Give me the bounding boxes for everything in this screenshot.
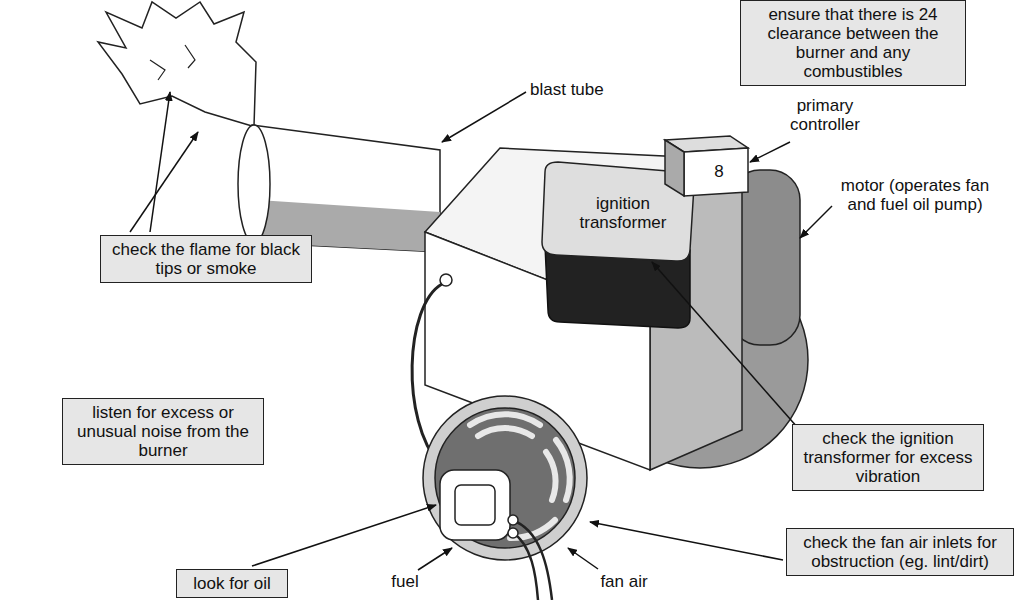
flame (98, 2, 256, 126)
note-box: ensure that there is 24 clearance betwee… (740, 0, 966, 86)
fan-face (435, 408, 575, 548)
blast-tube (252, 125, 440, 252)
callout-box: check the ignition transformer for exces… (792, 424, 984, 491)
dial-number: 8 (706, 162, 732, 181)
callout-text: check the fan air inlets for obstruction… (793, 533, 1007, 571)
callout-text: look for oil (183, 574, 281, 593)
fuel-pump (440, 470, 510, 540)
callout-text: ensure that there is 24 clearance betwee… (747, 5, 959, 81)
part-label: ignition transformer (566, 194, 680, 232)
flame-lines (150, 45, 195, 80)
fan-ring (423, 396, 587, 560)
callout-box: check the flame for black tips or smoke (100, 235, 312, 283)
controller-side (665, 140, 684, 196)
callout-text: check the flame for black tips or smoke (107, 240, 305, 278)
callout-text: listen for excess or unusual noise from … (69, 403, 257, 460)
part-label: blast tube (530, 80, 640, 99)
fitting (508, 515, 518, 525)
part-label: fuel (380, 572, 430, 591)
callout-box: check the fan air inlets for obstruction… (786, 528, 1014, 576)
controller-front (684, 148, 748, 196)
blast-tube-end (238, 125, 270, 243)
part-label: fan air (584, 572, 664, 591)
part-label: primary controller (770, 96, 880, 134)
callout-text: check the ignition transformer for exces… (799, 429, 977, 486)
leader-lines (130, 92, 832, 570)
fitting (508, 528, 518, 538)
pump-cap (455, 485, 495, 525)
callout-box: look for oil (176, 569, 288, 598)
part-label: motor (operates fan and fuel oil pump) (835, 176, 995, 214)
callout-box: listen for excess or unusual noise from … (62, 398, 264, 465)
